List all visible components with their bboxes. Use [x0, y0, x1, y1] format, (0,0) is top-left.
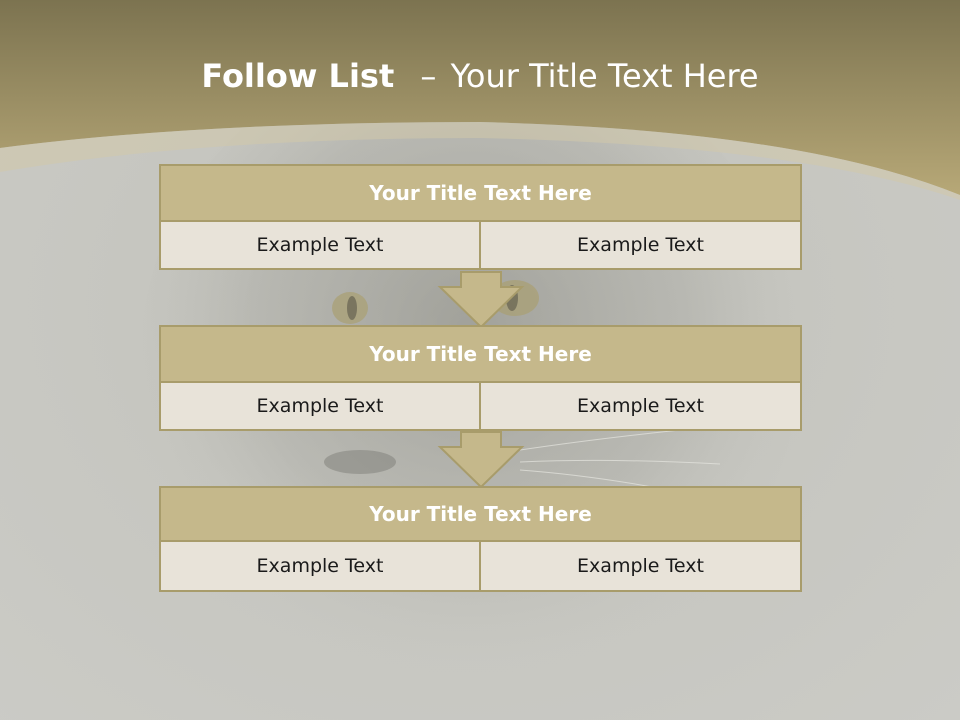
- block-cell-left: Example Text: [159, 220, 481, 270]
- header-band: [0, 0, 960, 200]
- block-cell-left: Example Text: [159, 540, 481, 592]
- block-cell-right: Example Text: [479, 220, 802, 270]
- block-cell-left: Example Text: [159, 381, 481, 431]
- arrow-down-icon: [437, 271, 525, 329]
- title-subtitle-text: Your Title Text Here: [450, 57, 759, 95]
- title-bold-text: Follow List: [201, 57, 395, 95]
- block-title: Your Title Text Here: [159, 164, 802, 222]
- list-block-1: Your Title Text Here Example Text Exampl…: [159, 164, 802, 272]
- block-cell-right: Example Text: [479, 540, 802, 592]
- block-cell-right: Example Text: [479, 381, 802, 431]
- title-dash: –: [420, 57, 437, 95]
- list-block-2: Your Title Text Here Example Text Exampl…: [159, 325, 802, 433]
- block-title: Your Title Text Here: [159, 325, 802, 383]
- page-title: Follow List – Your Title Text Here: [0, 50, 960, 102]
- arrow-down-icon: [437, 431, 525, 489]
- block-title: Your Title Text Here: [159, 486, 802, 542]
- list-block-3: Your Title Text Here Example Text Exampl…: [159, 486, 802, 593]
